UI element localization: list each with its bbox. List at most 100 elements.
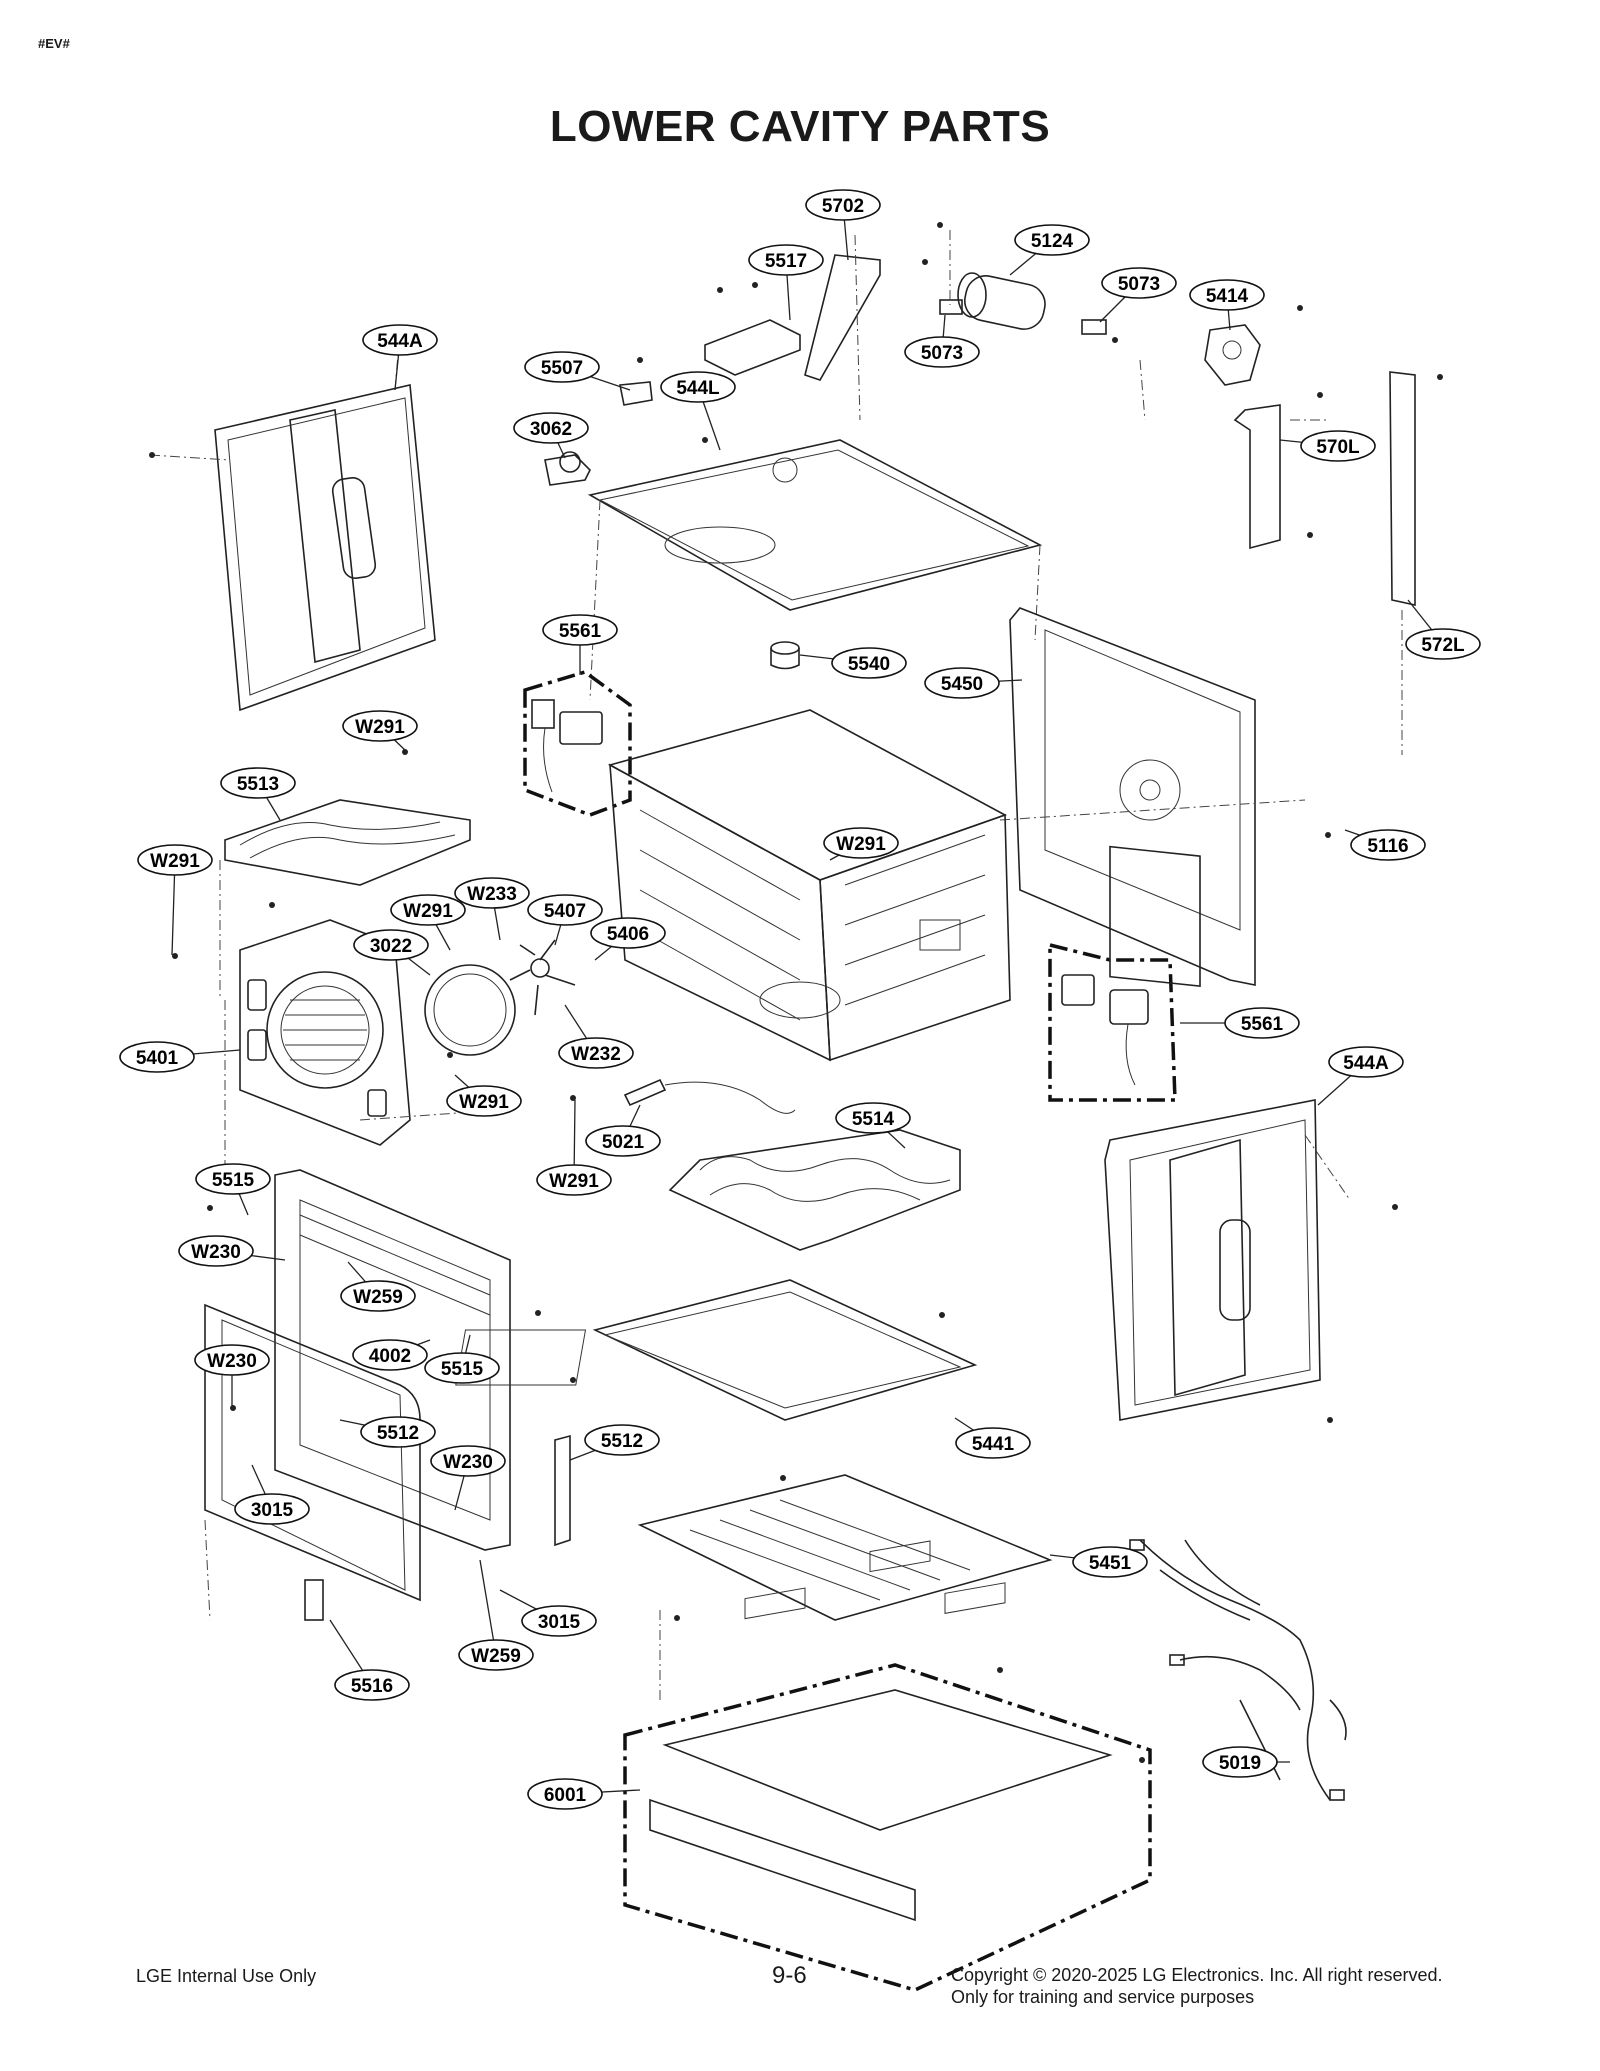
callout-w233: W233 — [454, 877, 530, 941]
callout-oval — [195, 1163, 271, 1195]
top-panel-544L — [587, 439, 1043, 701]
callout-oval — [590, 917, 666, 949]
callout-5073: 5073 — [1099, 267, 1177, 323]
callout-3062: 3062 — [513, 412, 589, 459]
callout-oval — [334, 1669, 410, 1701]
part-5540 — [770, 641, 800, 655]
callout-oval — [558, 1037, 634, 1069]
convection-assembly — [224, 919, 576, 1170]
callout-5702: 5702 — [805, 189, 881, 261]
callout-label: W230 — [191, 1242, 241, 1263]
callout-oval — [362, 324, 438, 356]
callout-oval — [178, 1235, 254, 1267]
document-code: #EV# — [38, 36, 70, 51]
callout-5515: 5515 — [195, 1163, 271, 1216]
callout-5561: 5561 — [542, 614, 618, 675]
part-callouts: 570255175124507350735414544A5507544L570L… — [119, 189, 1481, 1810]
base-6001 — [623, 1540, 1152, 1992]
callout-label: 5515 — [212, 1170, 255, 1191]
callout-oval — [524, 351, 600, 383]
callout-5116: 5116 — [1344, 829, 1426, 861]
callout-oval — [904, 336, 980, 368]
callout-oval — [353, 929, 429, 961]
callout-label: 3015 — [538, 1612, 581, 1633]
callout-544a: 544A — [362, 324, 438, 391]
callout-5406: 5406 — [590, 917, 666, 961]
bottom-panel-5451 — [637, 1474, 1053, 1700]
callout-oval — [352, 1339, 428, 1371]
callout-label: W291 — [549, 1171, 599, 1192]
callout-oval — [340, 1280, 416, 1312]
bake-element-5514 — [623, 1078, 961, 1251]
callout-label: 5401 — [136, 1048, 179, 1069]
callout-oval — [119, 1041, 195, 1073]
callout-oval — [454, 877, 530, 909]
oven-cavity — [607, 709, 1011, 1062]
callout-label: W230 — [207, 1351, 257, 1372]
rack-5441 — [455, 1279, 978, 1421]
callout-oval — [220, 767, 296, 799]
callout-oval — [660, 371, 736, 403]
callout-5540: 5540 — [799, 647, 907, 679]
callout-5021: 5021 — [585, 1104, 661, 1157]
callout-5414: 5414 — [1189, 279, 1265, 331]
callout-oval — [831, 647, 907, 679]
callout-5517: 5517 — [748, 244, 824, 321]
callout-label: 544L — [676, 378, 720, 399]
callout-5073: 5073 — [904, 314, 980, 368]
callout-5441: 5441 — [954, 1417, 1031, 1459]
callout-5019: 5019 — [1202, 1746, 1290, 1778]
callout-label: 3022 — [370, 936, 412, 957]
callout-oval — [137, 844, 213, 876]
callout-w259: W259 — [340, 1261, 416, 1312]
callout-oval — [748, 244, 824, 276]
callout-label: 5116 — [1367, 836, 1408, 857]
callout-w291: W291 — [536, 1099, 612, 1196]
callout-label: 5406 — [607, 924, 649, 945]
callout-5401: 5401 — [119, 1041, 241, 1073]
callout-label: 5507 — [541, 358, 583, 379]
callout-oval — [584, 1424, 660, 1456]
callout-oval — [446, 1085, 522, 1117]
top-components — [544, 230, 1146, 486]
callout-oval — [805, 189, 881, 221]
callout-3022: 3022 — [353, 929, 431, 976]
callout-oval — [342, 710, 418, 742]
callout-label: 5019 — [1219, 1753, 1261, 1774]
callout-label: 5514 — [852, 1109, 895, 1130]
callout-label: 4002 — [369, 1346, 411, 1367]
callout-5512: 5512 — [569, 1424, 660, 1461]
training-note-line: Only for training and service purposes — [951, 1987, 1255, 2007]
callout-label: 5516 — [351, 1676, 393, 1697]
callout-label: W259 — [353, 1287, 403, 1308]
side-strip-5512 — [554, 1434, 571, 1547]
callout-w230: W230 — [178, 1235, 286, 1267]
footer-internal-use: LGE Internal Use Only — [136, 1966, 317, 1986]
callout-label: 5073 — [921, 343, 963, 364]
callout-label: 544A — [1343, 1053, 1389, 1074]
callout-oval — [1014, 224, 1090, 256]
callout-label: W233 — [467, 884, 517, 905]
callout-5513: 5513 — [220, 767, 296, 821]
callout-label: 3062 — [530, 419, 572, 440]
callout-label: W291 — [403, 901, 453, 922]
callout-label: W230 — [443, 1452, 493, 1473]
leader-line — [171, 859, 176, 956]
callout-label: 5513 — [237, 774, 279, 795]
callout-label: 5021 — [602, 1132, 645, 1153]
callout-label: 5540 — [848, 654, 890, 675]
callout-oval — [955, 1427, 1031, 1459]
callout-3015: 3015 — [234, 1464, 310, 1525]
callout-label: 5561 — [1241, 1014, 1284, 1035]
callout-oval — [390, 894, 466, 926]
callout-oval — [513, 412, 589, 444]
callout-3015: 3015 — [499, 1589, 597, 1637]
callout-w291: W291 — [823, 827, 899, 861]
callout-oval — [1328, 1046, 1404, 1078]
callout-5407: 5407 — [527, 894, 603, 946]
callout-label: 572L — [1421, 635, 1465, 656]
callout-label: 5441 — [972, 1434, 1015, 1455]
callout-label: W291 — [150, 851, 200, 872]
callout-w230: W230 — [430, 1445, 506, 1511]
